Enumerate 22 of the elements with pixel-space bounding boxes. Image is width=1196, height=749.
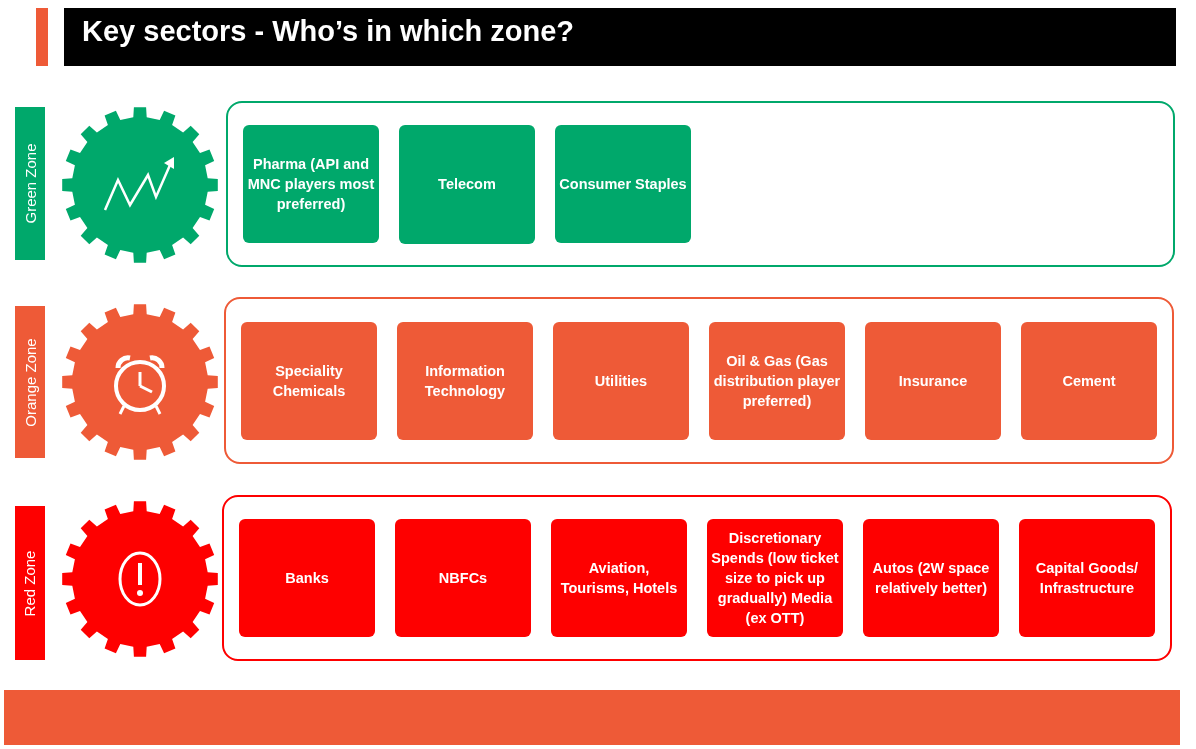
sector-box: Pharma (API and MNC players most preferred) <box>243 125 379 243</box>
sector-box: Discretionary Spends (low ticket size to pick up gradually) Media (ex OTT) <box>707 519 843 637</box>
sector-box: Insurance <box>865 321 1001 440</box>
sector-box: Autos (2W space relatively better) <box>863 519 999 637</box>
slide-title: Key sectors - Who’s in which zone? <box>82 15 574 48</box>
sector-box: Aviation, Tourisms, Hotels <box>551 519 687 637</box>
sector-box: Utilities <box>553 321 689 440</box>
sector-box: Oil & Gas (Gas distribution player preferred) <box>709 321 845 440</box>
sector-box: Cement <box>1021 321 1157 440</box>
zone-label-band: Orange Zone <box>15 306 45 458</box>
sector-box: Banks <box>239 519 375 637</box>
zone-label-band: Green Zone <box>15 107 45 260</box>
zone-label-band: Red Zone <box>15 506 45 660</box>
sector-box: Telecom <box>399 124 535 244</box>
sector-box: Consumer Staples <box>555 125 691 243</box>
zone-panel <box>222 495 1172 661</box>
zone-panel <box>226 101 1175 267</box>
sector-box: Capital Goods/ Infrastructure <box>1019 519 1155 637</box>
sector-box: Information Technology <box>397 321 533 440</box>
sector-box: NBFCs <box>395 519 531 637</box>
zone-panel <box>224 297 1174 464</box>
sector-box: Speciality Chemicals <box>241 321 377 440</box>
